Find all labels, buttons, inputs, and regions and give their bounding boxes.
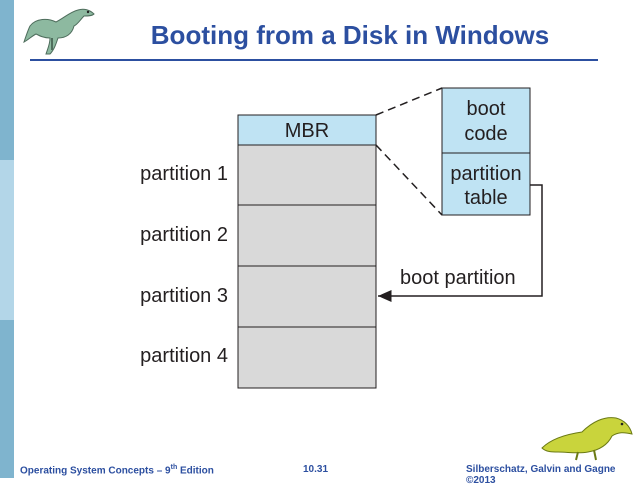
partition-2-block (237, 204, 377, 267)
left-accent-bar-highlight (0, 160, 14, 320)
boot-partition-arrow (378, 184, 543, 302)
footer-book-title-sup: th (170, 464, 178, 471)
partition-table-block (441, 152, 531, 216)
boot-code-label-line2: code (464, 123, 507, 145)
left-accent-bar (0, 0, 14, 478)
title-underline (30, 59, 598, 61)
partition-2-label: partition 2 (140, 224, 228, 246)
mbr-block (237, 114, 377, 146)
partition-4-block (237, 326, 377, 389)
slide-title: Booting from a Disk in Windows (150, 20, 550, 50)
partition-table-label-line2: table (464, 187, 507, 209)
boot-code-block (441, 87, 531, 154)
footer-book-title: Operating System Concepts – 9th Edition (20, 464, 214, 476)
boot-partition-label: boot partition (400, 267, 516, 289)
footer-book-title-suffix: Edition (177, 465, 214, 477)
zoom-line-top (375, 87, 443, 116)
partition-1-label: partition 1 (140, 163, 228, 185)
footer-page-number: 10.31 (303, 464, 329, 475)
partition-3-label: partition 3 (140, 285, 228, 307)
partition-table-label-line1: partition (450, 163, 521, 185)
boot-code-label-line1: boot (467, 98, 506, 120)
partition-3-block (237, 265, 377, 328)
dinosaur-logo-icon (23, 8, 95, 55)
footer-book-title-text: Operating System Concepts – 9 (20, 465, 171, 477)
dinosaur-footer-icon (541, 417, 633, 461)
zoom-line-bottom (375, 144, 443, 216)
partition-1-block (237, 144, 377, 206)
footer-authors: Silberschatz, Galvin and Gagne ©2013 (466, 464, 616, 486)
mbr-label: MBR (285, 120, 329, 142)
partition-4-label: partition 4 (140, 345, 228, 367)
